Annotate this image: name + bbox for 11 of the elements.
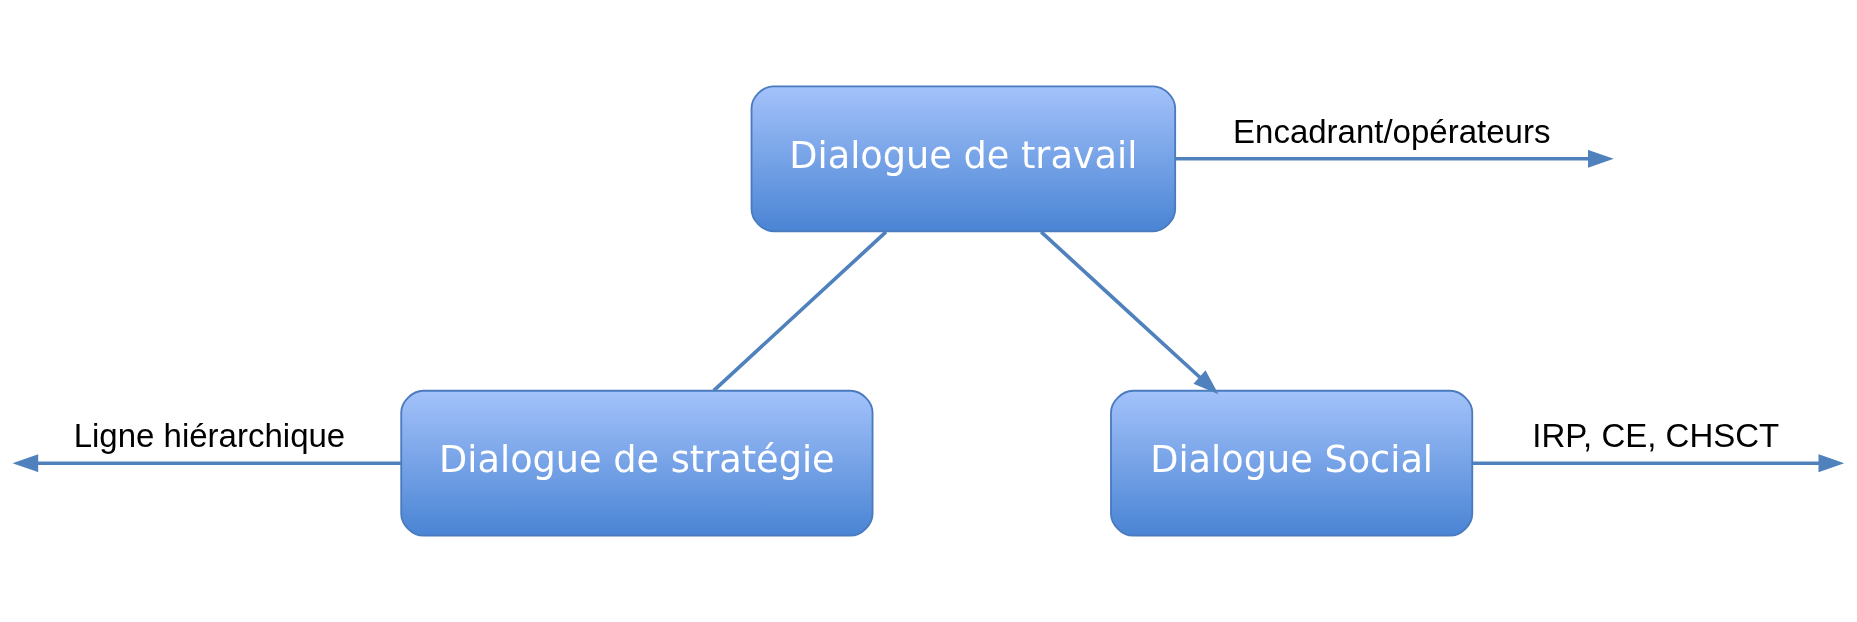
node-box: Dialogue de travail	[750, 85, 1177, 233]
connector	[712, 230, 888, 392]
node-box: Dialogue de stratégie	[400, 389, 874, 537]
edge-label: Ligne hiérarchique	[73, 417, 346, 455]
edge-label: IRP, CE, CHSCT	[1532, 417, 1780, 455]
node-box: Dialogue Social	[1110, 389, 1474, 537]
arrow	[1472, 454, 1845, 473]
arrow	[1175, 149, 1614, 168]
arrow	[12, 454, 402, 473]
arrow	[1039, 230, 1219, 395]
edge-label: Encadrant/opérateurs	[1233, 113, 1551, 151]
